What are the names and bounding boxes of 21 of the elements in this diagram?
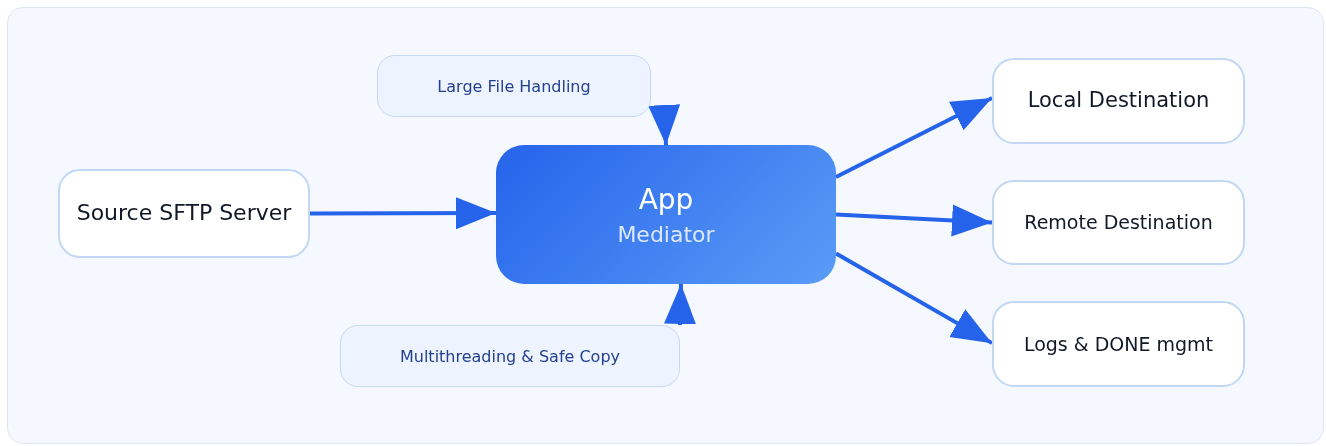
endpoint-box — [992, 180, 1245, 265]
endpoint-box — [992, 301, 1245, 387]
box-label: Multithreading & Safe Copy — [399, 346, 621, 366]
arrow — [835, 96, 993, 179]
box-label: Local Destination — [1027, 87, 1210, 115]
box-label: Large File Handling — [437, 76, 591, 96]
box-label: Source SFTP Server — [76, 199, 292, 228]
endpoint-box — [992, 58, 1245, 144]
arrow — [310, 197, 496, 230]
box-label: Remote Destination — [1024, 210, 1213, 235]
process-box — [496, 145, 836, 284]
feature-box — [340, 325, 680, 387]
box-title: App — [638, 182, 694, 216]
arrow — [835, 251, 993, 345]
arrow — [835, 204, 993, 237]
endpoint-box — [58, 169, 310, 258]
arrow — [648, 104, 681, 146]
box-label: Logs & DONE mgmt — [1023, 331, 1214, 357]
feature-box — [377, 55, 651, 117]
arrow — [664, 283, 696, 326]
box-subtitle: Mediator — [617, 221, 715, 247]
